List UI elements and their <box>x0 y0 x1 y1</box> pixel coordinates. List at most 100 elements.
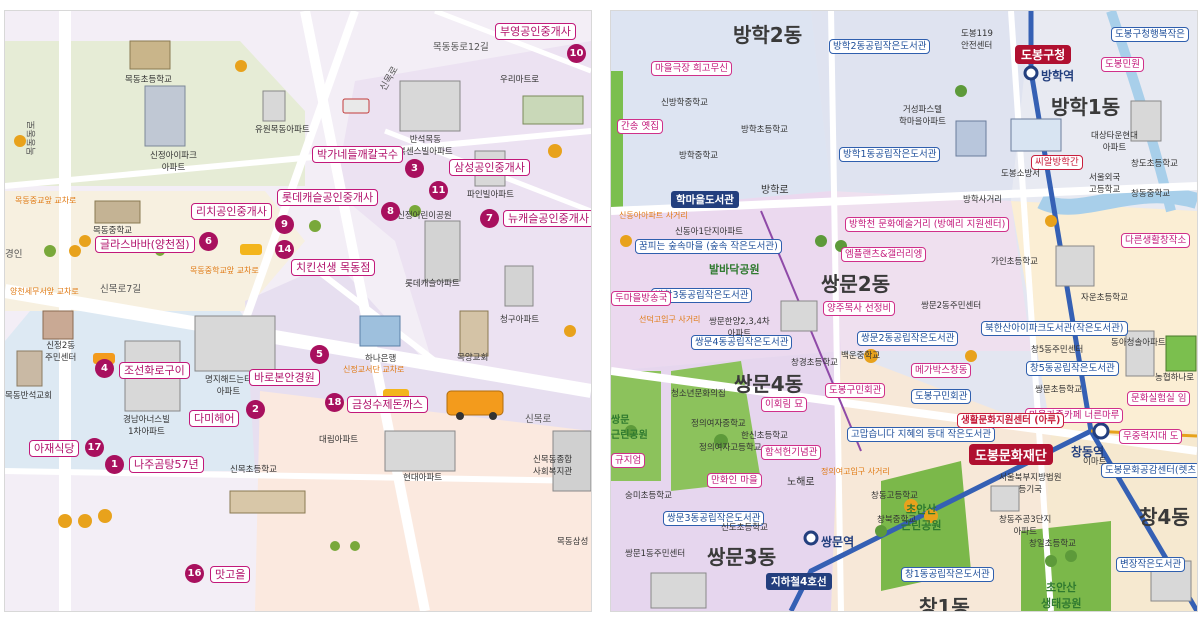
ssial-banghak[interactable]: 씨알방학간 <box>1031 155 1083 170</box>
pin-label-4[interactable]: 조선화로구이 <box>119 362 190 379</box>
library-label[interactable]: 고맙습니다 지혜의 등대 작은도서관 <box>847 427 996 442</box>
pin-label-17[interactable]: 아재식당 <box>29 440 80 457</box>
pin-number-6[interactable]: 6 <box>199 232 218 251</box>
place-label: 신정2동 주민센터 <box>45 341 77 363</box>
station-ssangmun[interactable]: 쌍문역 <box>821 535 855 549</box>
pin-label-11[interactable]: 삼성공인중개사 <box>449 159 530 176</box>
pin-label-9[interactable]: 리치공인중개사 <box>191 203 272 220</box>
station-banghak[interactable]: 방학역 <box>1041 69 1075 83</box>
learning-library[interactable]: 학마을도서관 <box>671 191 739 208</box>
right-map-panel[interactable]: 방학2동 방학1동 쌍문2동 쌍문4동 쌍문3동 창1동 창4동 도봉구청 도봉… <box>610 10 1198 612</box>
pin-number-4[interactable]: 4 <box>95 359 114 378</box>
crossing-label: 정의여고입구 사거리 <box>821 467 890 476</box>
pin-label-18[interactable]: 금성수제돈까스 <box>347 396 428 413</box>
pin-label-8[interactable]: 롯데캐슬공인중개사 <box>277 189 379 206</box>
culture-label[interactable]: 도봉구민회관 <box>825 383 886 398</box>
road-label: 노해로 <box>787 477 815 488</box>
culture-label[interactable]: 양주목사 선정비 <box>823 301 896 316</box>
library-label[interactable]: 변장작은도서관 <box>1116 557 1186 572</box>
library-label[interactable]: 창5동공립작은도서관 <box>1026 361 1119 376</box>
left-map-panel[interactable]: 목동동로12길 신목로 목동동로 신목로7길 신목로 경인 목동중교앞 교차로 … <box>4 10 592 612</box>
district-label: 쌍문3동 <box>707 545 777 569</box>
park-label[interactable]: 초안산 생태공원 <box>1041 581 1082 610</box>
place-label: 신목초등학교 <box>230 465 277 475</box>
library-label[interactable]: 방학3동공립작은도서관 <box>651 288 753 303</box>
culture-label[interactable]: 만화인 마을 <box>707 473 762 488</box>
pin-label-2[interactable]: 다미헤어 <box>189 410 240 427</box>
library-label[interactable]: 방학2동공립작은도서관 <box>829 39 931 54</box>
library-label[interactable]: 꿈피는 숲속마을 (숲속 작은도서관) <box>635 239 782 254</box>
left-map-base <box>5 11 591 611</box>
library-label[interactable]: 창1동공립작은도서관 <box>901 567 994 582</box>
pin-number-18[interactable]: 18 <box>325 393 344 412</box>
culture-label[interactable]: 문화실험실 임 <box>1127 391 1191 406</box>
place-label: 신방학중학교 <box>661 98 708 108</box>
pin-number-11[interactable]: 11 <box>429 181 448 200</box>
culture-label[interactable]: 두마을방송국 <box>611 291 672 306</box>
place-label: 명지해드는터 아파트 <box>205 375 252 397</box>
culture-label[interactable]: 메가박스창동 <box>911 363 972 378</box>
place-label: 자운초등학교 <box>1081 293 1128 303</box>
pin-number-8[interactable]: 8 <box>381 202 400 221</box>
pin-number-7[interactable]: 7 <box>480 209 499 228</box>
park-label[interactable]: 발바닥공원 <box>709 263 760 276</box>
place-label: 도봉119 안전센터 <box>961 29 993 51</box>
culture-label[interactable]: 간송 옛집 <box>617 119 663 134</box>
station-changdong[interactable]: 창동역 <box>1071 445 1105 459</box>
pin-number-9[interactable]: 9 <box>275 215 294 234</box>
library-label[interactable]: 쌍문4동공립작은도서관 <box>691 335 793 350</box>
library-label[interactable]: 쌍문2동공립작은도서관 <box>857 331 959 346</box>
pin-label-16[interactable]: 치킨선생 목동점 <box>291 259 376 276</box>
place-label: 목동초등학교 <box>125 75 172 85</box>
pin-number-17[interactable]: 17 <box>85 438 104 457</box>
pin-number-2[interactable]: 2 <box>246 400 265 419</box>
pin-number-3[interactable]: 3 <box>405 159 424 178</box>
pin-label-5[interactable]: 바로본안경원 <box>249 369 320 386</box>
pin-label-3[interactable]: 박가네들깨칼국수 <box>312 146 403 163</box>
pin-number-5[interactable]: 5 <box>310 345 329 364</box>
pin-number-10[interactable]: 10 <box>567 44 586 63</box>
place-label: 목동중학교 <box>93 226 133 236</box>
pin-label-7[interactable]: 뉴캐슬공인중개사 <box>503 210 591 227</box>
culture-label[interactable]: 규지엄 <box>611 453 646 468</box>
dobong-gu-office[interactable]: 도봉구청 <box>1015 45 1072 64</box>
park-label[interactable]: 쌍문 근린공원 <box>611 415 648 441</box>
culture-label[interactable]: 함석헌기념관 <box>761 445 822 460</box>
pin-label-1[interactable]: 나주곰탕57년 <box>129 456 204 473</box>
place-label: 창5동주민센터 <box>1031 345 1084 355</box>
culture-label[interactable]: 도봉민원 <box>1101 57 1144 72</box>
place-label: 정의여자중학교 <box>691 419 746 429</box>
culture-label[interactable]: 무중력지대 도 <box>1119 429 1183 444</box>
place-label: 창북중학교 <box>877 515 917 525</box>
place-label: 농협하나로 <box>1155 373 1195 383</box>
pin-label-10[interactable]: 부영공인중개사 <box>495 23 576 40</box>
library-label[interactable]: 도봉구민회관 <box>911 389 972 404</box>
library-label[interactable]: 도봉구청행복작은 <box>1111 27 1189 42</box>
pin-label-6[interactable]: 글라스바바(양천점) <box>95 236 195 253</box>
library-label[interactable]: 쌍문3동공립작은도서관 <box>663 511 765 526</box>
culture-label[interactable]: 이회림 묘 <box>761 397 807 412</box>
pin-number-16[interactable]: 14 <box>275 240 294 259</box>
pin-number-1[interactable]: 1 <box>105 455 124 474</box>
district-label: 쌍문2동 <box>821 272 891 296</box>
culture-label[interactable]: 마을극장 희고무신 <box>651 61 732 76</box>
culture-label[interactable]: 엠플랜츠&갤러리엥 <box>841 247 927 262</box>
place-label: 경남아너스빌 1차아파트 <box>123 415 170 437</box>
district-label: 창1동 <box>919 595 970 612</box>
district-label: 방학1동 <box>1051 95 1121 119</box>
place-label: 창동고등학교 <box>871 491 918 501</box>
park-label[interactable]: 초안산 근린공원 <box>901 503 942 532</box>
place-label: 방학초등학교 <box>741 125 788 135</box>
dobong-cultural-foundation[interactable]: 도봉문화재단 <box>969 444 1053 465</box>
culture-label[interactable]: 다른생활창작소 <box>1121 233 1191 248</box>
pin-number-14[interactable]: 16 <box>185 564 204 583</box>
culture-label[interactable]: 방학천 문화예술거리 (방예리 지원센터) <box>845 217 1010 232</box>
library-label[interactable]: 북한산아이파크도서관(작은도서관) <box>981 321 1128 336</box>
road-label: 경인 <box>5 249 23 260</box>
life-culture-center[interactable]: 생활문화지원센터 (아루) <box>957 413 1065 428</box>
place-label: 서울외국 고등학교 <box>1089 173 1121 195</box>
pin-label-14[interactable]: 맛고을 <box>210 566 251 583</box>
library-label[interactable]: 방학1동공립작은도서관 <box>839 147 941 162</box>
library-label[interactable]: 도봉문화공감센터(렛츠 <box>1101 463 1197 478</box>
